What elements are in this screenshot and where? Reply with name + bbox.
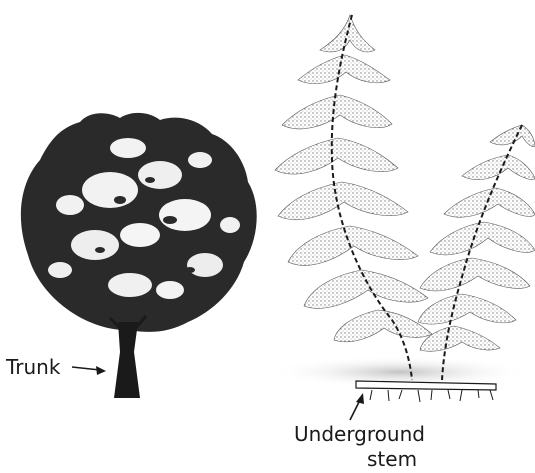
tree-trunk (114, 322, 140, 398)
underground-stem-label-line2: stem (367, 449, 417, 469)
short-frond (418, 125, 535, 351)
trunk-label: Trunk (6, 357, 60, 377)
tree-crown (21, 113, 257, 332)
underground-stem (356, 381, 496, 402)
fern-illustration (270, 15, 535, 420)
stem-arrow (350, 393, 364, 420)
trunk-arrow (72, 366, 106, 375)
tall-frond (275, 15, 432, 342)
underground-stem-label-line1: Underground (294, 424, 425, 444)
